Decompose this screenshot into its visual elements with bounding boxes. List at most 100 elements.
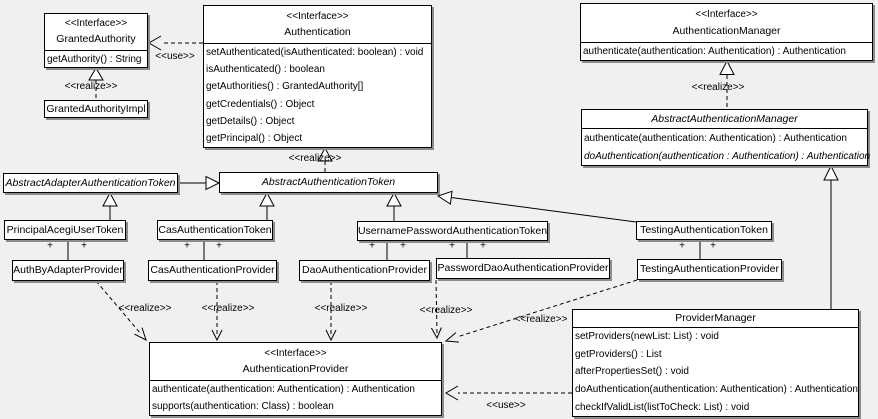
- method: doAuthentication(authentication : Authen…: [584, 150, 871, 162]
- edge-realize-casauthenticationprovider: [211, 281, 223, 342]
- association-end-plus: +: [679, 240, 685, 252]
- method: getPrincipal() : Object: [206, 132, 303, 144]
- method: getCredentials() : Object: [206, 98, 315, 110]
- class-name: PrincipalAcegiUserToken: [6, 223, 124, 236]
- stereotype-label: <<Interface>>: [695, 8, 758, 20]
- class-title: AbstractAuthenticationManager: [582, 110, 867, 128]
- method: isAuthenticated() : boolean: [206, 64, 325, 76]
- class-name: CasAuthenticationProvider: [150, 264, 275, 277]
- class-name: TestingAuthenticationProvider: [640, 263, 779, 276]
- method: getAuthority() : String: [47, 53, 142, 65]
- class-title: <<Interface>> GrantedAuthority: [45, 14, 147, 50]
- method: supports(authentication: Class) : boolea…: [152, 401, 334, 412]
- class-auth-by-adapter-provider[interactable]: AuthByAdapterProvider: [12, 260, 124, 281]
- edge-gen-testingauthenticationtoken: [436, 190, 637, 223]
- association-end-plus: +: [216, 240, 222, 252]
- methods-compartment: setProviders(newList: List) : void getPr…: [573, 327, 858, 416]
- class-name: GrantedAuthority: [56, 33, 136, 46]
- edge-label-realize: <<realize>>: [118, 303, 172, 314]
- edge-label-realize: <<realize>>: [201, 303, 255, 314]
- class-name: PasswordDaoAuthenticationProvider: [437, 262, 609, 275]
- edge-label-realize: <<realize>>: [314, 303, 368, 314]
- edge-realize-testingauthenticationprovider: [444, 279, 638, 343]
- edge-gen-providermanager: [823, 164, 839, 310]
- class-name: ProviderManager: [675, 312, 756, 325]
- class-title: ProviderManager: [573, 310, 858, 327]
- class-principal-acegi-user-token[interactable]: PrincipalAcegiUserToken: [4, 220, 126, 240]
- method: afterPropertiesSet() : void: [575, 366, 689, 378]
- class-name: CasAuthenticationToken: [158, 223, 272, 236]
- class-abstract-authentication-manager[interactable]: AbstractAuthenticationManager authentica…: [581, 109, 871, 166]
- class-testing-authentication-provider[interactable]: TestingAuthenticationProvider: [637, 259, 782, 280]
- class-abstract-authentication-token[interactable]: AbstractAuthenticationToken: [219, 172, 438, 193]
- edge-label-use: <<use>>: [155, 51, 195, 62]
- edge-label-realize: <<realize>>: [419, 305, 473, 316]
- edge-gen-principalacegiusertoken: [102, 191, 118, 220]
- class-dao-authentication-provider[interactable]: DaoAuthenticationProvider: [299, 260, 430, 281]
- class-name: AbstractAdapterAuthenticationToken: [5, 176, 176, 189]
- class-name: UsernamePasswordAuthenticationToken: [357, 224, 548, 237]
- stereotype-label: <<Interface>>: [264, 347, 327, 359]
- class-name: GrantedAuthorityImpl: [46, 102, 146, 115]
- association-end-plus: +: [369, 240, 375, 252]
- class-provider-manager[interactable]: ProviderManager setProviders(newList: Li…: [572, 309, 859, 417]
- class-name: DaoAuthenticationProvider: [302, 264, 427, 277]
- method: getAuthorities() : GrantedAuthority[]: [206, 81, 364, 93]
- association-end-plus: +: [47, 240, 53, 252]
- association-end-plus: +: [400, 240, 406, 252]
- class-title: <<Interface>> AuthenticationManager: [581, 4, 872, 42]
- edge-gen-abstractadapter: [178, 175, 221, 191]
- edge-realize-grantedauthorityimpl: [88, 67, 104, 100]
- class-name: Authentication: [284, 26, 351, 38]
- class-granted-authority-impl[interactable]: GrantedAuthorityImpl: [44, 100, 148, 118]
- edge-label-realize: <<realize>>: [514, 314, 568, 325]
- edge-gen-usernamepasswordtoken: [386, 191, 402, 221]
- method: doAuthentication(authentication: Authent…: [575, 384, 858, 396]
- method: authenticate(authentication: Authenticat…: [152, 384, 415, 395]
- method: authenticate(authentication: Authenticat…: [584, 132, 847, 144]
- methods-compartment: authenticate(authentication: Authenticat…: [581, 42, 872, 60]
- method: getDetails() : Object: [206, 115, 295, 127]
- edge-realize-passworddaoprovider: [430, 279, 442, 340]
- class-granted-authority[interactable]: <<Interface>> GrantedAuthority getAuthor…: [44, 13, 148, 68]
- edge-realize-abstractauthenticationmanager: [719, 59, 735, 109]
- class-title: <<Interface>> Authentication: [204, 6, 431, 43]
- stereotype-label: <<Interface>>: [64, 18, 128, 30]
- edge-label-use: <<use>>: [486, 400, 526, 411]
- methods-compartment: authenticate(authentication: Authenticat…: [150, 380, 441, 415]
- edge-label-realize: <<realize>>: [288, 153, 342, 164]
- methods-compartment: getAuthority() : String: [45, 50, 147, 67]
- edge-use-providermanager: [445, 385, 572, 401]
- edge-gen-casauthenticationtoken: [259, 191, 275, 220]
- edge-use-authentication-grantedauthority: [148, 35, 203, 51]
- class-name: AbstractAuthenticationManager: [651, 112, 798, 125]
- class-name: AbstractAuthenticationToken: [261, 176, 396, 189]
- class-name: TestingAuthenticationToken: [640, 224, 768, 237]
- method: setAuthenticated(isAuthenticated: boolea…: [206, 47, 424, 59]
- association-end-plus: +: [449, 240, 455, 252]
- association-end-plus: +: [480, 240, 486, 252]
- association-end-plus: +: [710, 240, 716, 252]
- class-authentication-provider[interactable]: <<Interface>> AuthenticationProvider aut…: [149, 342, 442, 416]
- methods-compartment: authenticate(authentication: Authenticat…: [582, 128, 871, 165]
- edge-realize-abstractauthenticationtoken: [317, 146, 333, 172]
- stereotype-label: <<Interface>>: [286, 10, 349, 22]
- class-password-dao-authentication-provider[interactable]: PasswordDaoAuthenticationProvider: [436, 258, 610, 279]
- edge-label-realize: <<realize>>: [691, 82, 745, 93]
- class-abstract-adapter-authentication-token[interactable]: AbstractAdapterAuthenticationToken: [3, 173, 178, 193]
- class-username-password-authentication-token[interactable]: UsernamePasswordAuthenticationToken: [357, 221, 548, 241]
- class-testing-authentication-token[interactable]: TestingAuthenticationToken: [636, 221, 772, 240]
- edge-label-realize: <<realize>>: [64, 81, 118, 92]
- method: checkIfValidList(listToCheck: List) : vo…: [575, 401, 750, 413]
- class-cas-authentication-token[interactable]: CasAuthenticationToken: [157, 220, 273, 240]
- association-end-plus: +: [184, 240, 190, 252]
- class-authentication[interactable]: <<Interface>> Authentication setAuthenti…: [203, 5, 432, 148]
- association-end-plus: +: [81, 240, 87, 252]
- class-name: AuthByAdapterProvider: [13, 264, 123, 277]
- edge-realize-authbyadapterprovider: [95, 280, 147, 341]
- method: getProviders() : List: [575, 348, 662, 360]
- class-cas-authentication-provider[interactable]: CasAuthenticationProvider: [148, 260, 277, 281]
- class-authentication-manager[interactable]: <<Interface>> AuthenticationManager auth…: [580, 3, 873, 61]
